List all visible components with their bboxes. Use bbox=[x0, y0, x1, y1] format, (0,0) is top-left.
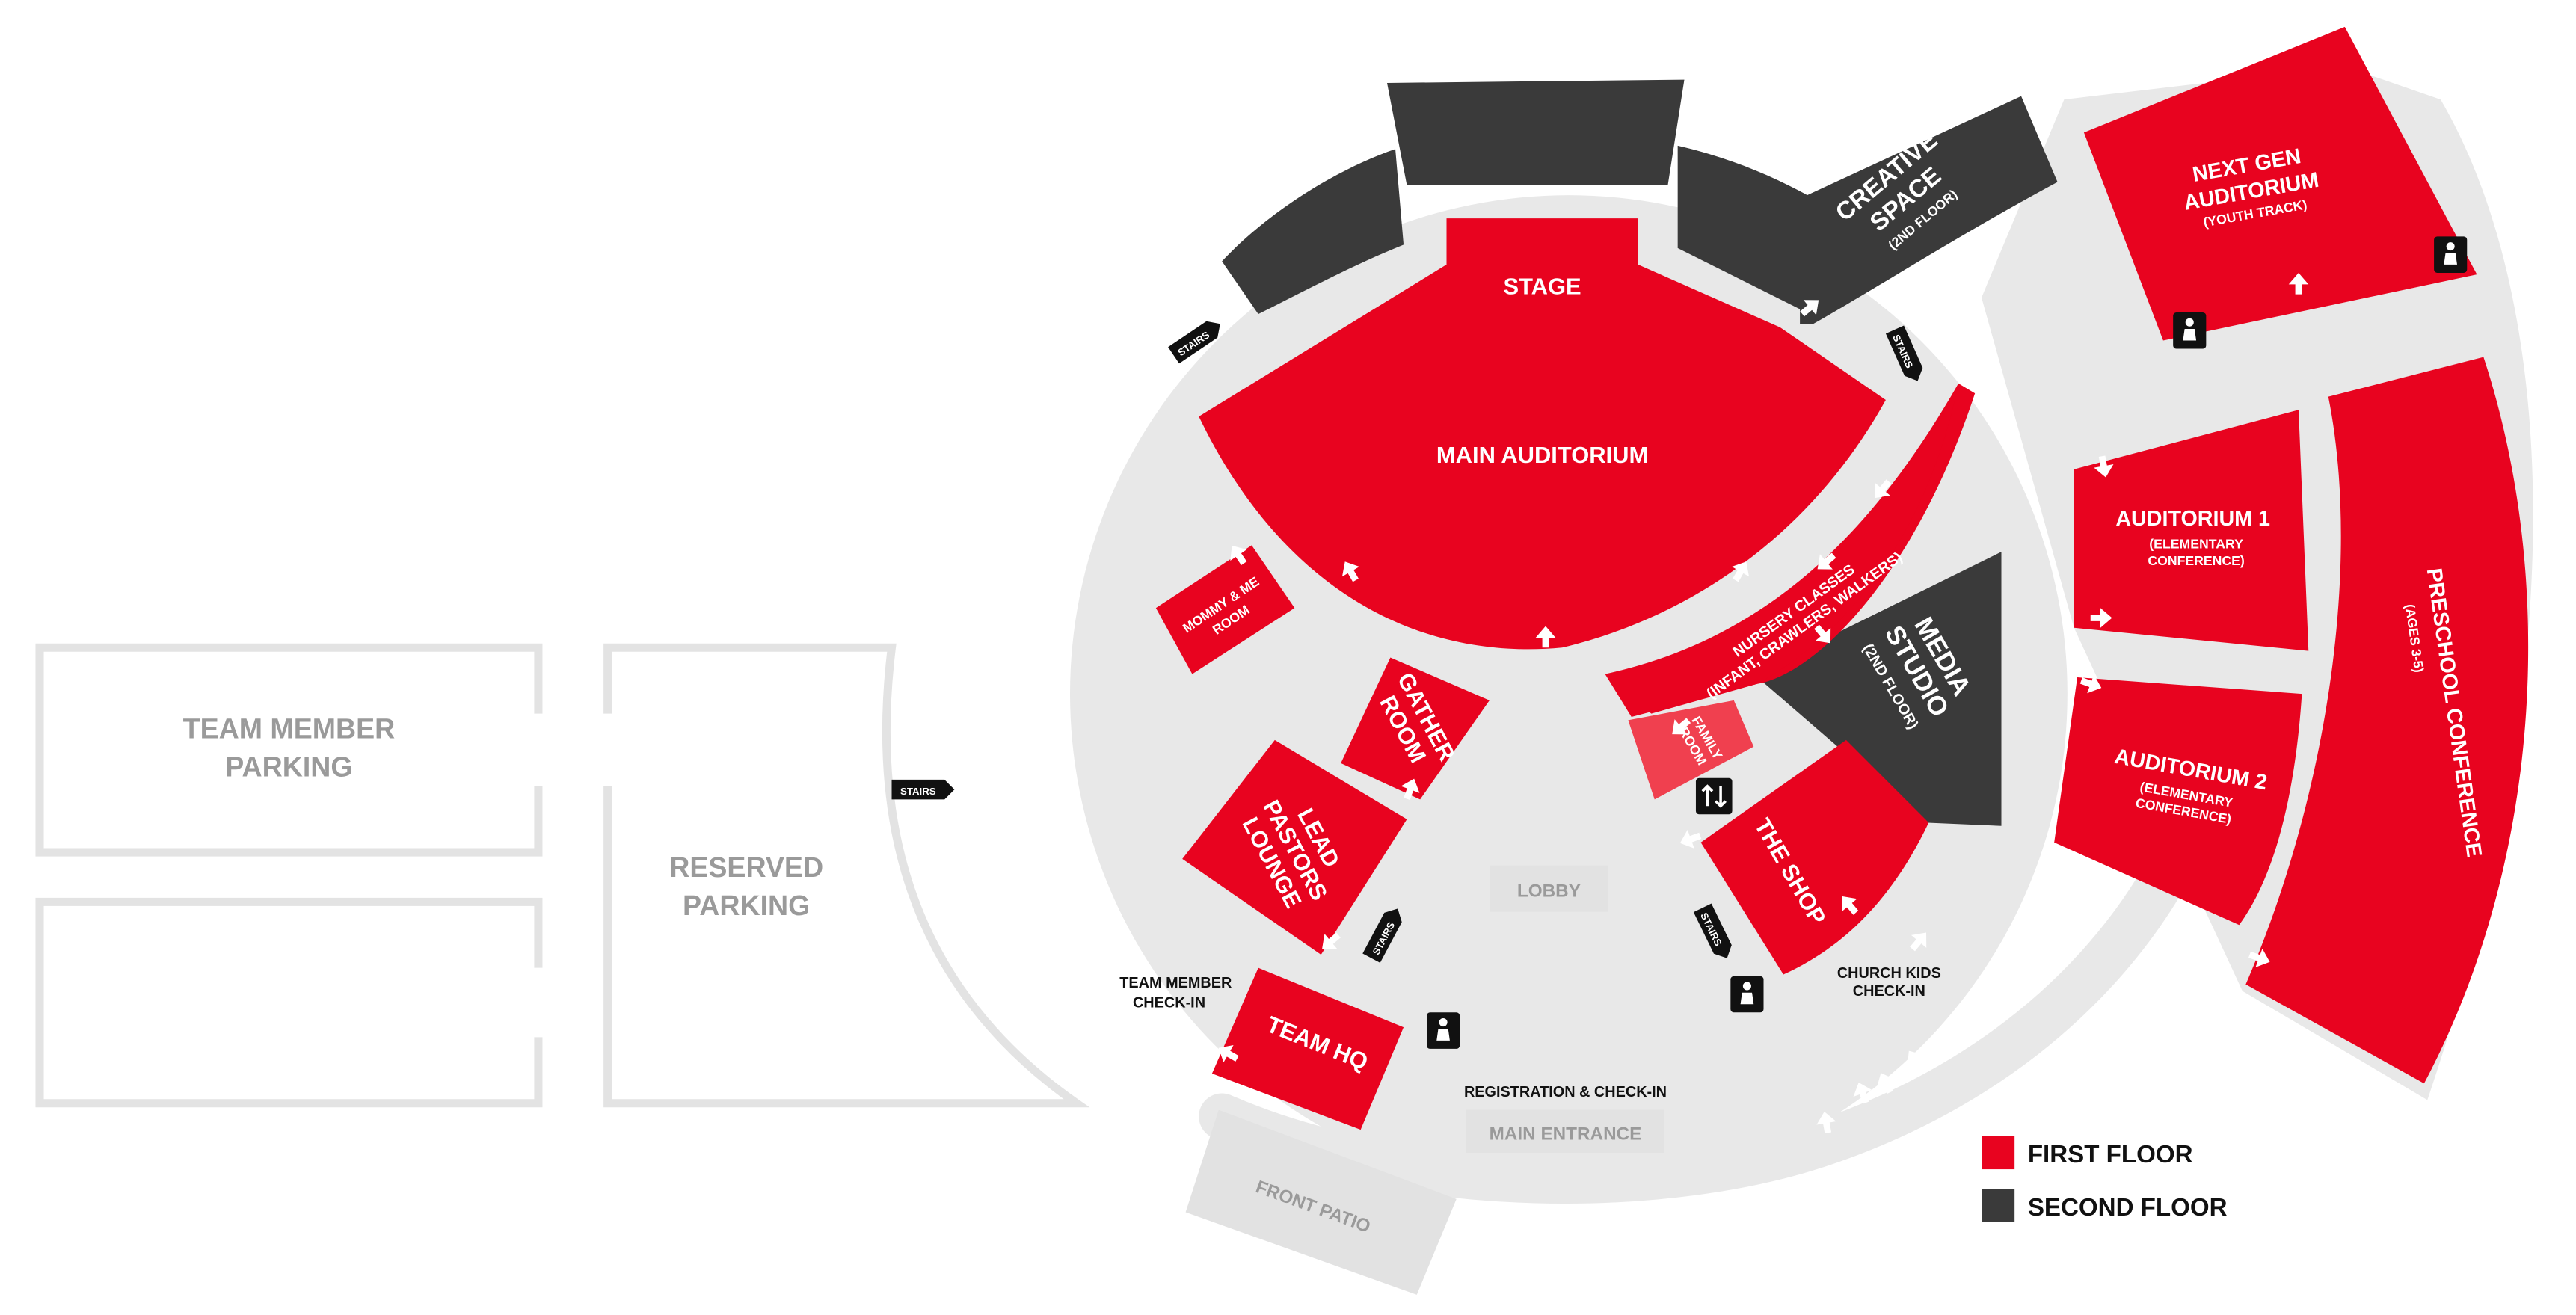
second-floor-areas bbox=[1222, 79, 2058, 826]
auditorium-2 bbox=[2054, 677, 2302, 926]
lobby-box bbox=[1489, 865, 1608, 912]
door-arrow-icon bbox=[1218, 1045, 1239, 1062]
door-arrow-icon bbox=[1401, 778, 1420, 801]
door-arrow-icon bbox=[1535, 626, 1556, 648]
team-member-parking-outline bbox=[35, 643, 543, 857]
preschool-conference bbox=[2245, 357, 2529, 1084]
door-arrow-icon bbox=[1817, 552, 1836, 570]
legend-swatch-first-floor bbox=[1982, 1136, 2015, 1170]
restroom-icon bbox=[2434, 236, 2468, 273]
door-arrow-icon bbox=[1907, 1050, 1924, 1071]
door-arrow-icon bbox=[2288, 272, 2309, 295]
door-arrow-icon bbox=[1732, 561, 1750, 582]
restroom-icon bbox=[1730, 976, 1764, 1013]
door-arrow-icon bbox=[1955, 354, 1976, 372]
auditorium-1 bbox=[2074, 410, 2309, 651]
door-arrow-icon bbox=[1875, 479, 1892, 499]
mommy-me-room bbox=[1155, 545, 1295, 674]
door-arrow-icon bbox=[1322, 932, 1341, 949]
team-member-parking bbox=[35, 643, 543, 1108]
lobby-label: LOBBY bbox=[1517, 881, 1581, 902]
door-arrow-icon bbox=[1800, 300, 1819, 317]
svg-text:STAIRS: STAIRS bbox=[900, 786, 936, 797]
reserved-parking-label: RESERVED bbox=[669, 851, 823, 883]
registration-label: REGISTRATION & CHECK-IN bbox=[1464, 1084, 1667, 1100]
stage bbox=[1446, 218, 1780, 327]
reserved-parking bbox=[603, 643, 1090, 1108]
legend: FIRST FLOOR SECOND FLOOR bbox=[1982, 1136, 2228, 1222]
main-auditorium-label: MAIN AUDITORIUM bbox=[1436, 442, 1648, 468]
door-arrow-icon bbox=[2079, 674, 2102, 694]
creative-space bbox=[1800, 96, 2058, 324]
first-floor-areas bbox=[1155, 26, 2529, 1130]
door-arrow-icon bbox=[2090, 608, 2112, 628]
main-entrance-label: MAIN ENTRANCE bbox=[1490, 1124, 1642, 1144]
legend-swatch-second-floor bbox=[1982, 1189, 2015, 1222]
stairs-sign-icon: STAIRS bbox=[891, 779, 955, 800]
media-studio bbox=[1753, 552, 2002, 826]
perimeter-walkway bbox=[1199, 736, 2237, 1204]
door-arrow-icon bbox=[1230, 545, 1247, 566]
the-shop bbox=[1700, 739, 1929, 975]
restroom-icon bbox=[1427, 1012, 1460, 1049]
restroom-icon bbox=[2173, 312, 2207, 349]
elevator-icon bbox=[1695, 777, 1733, 815]
gather-room bbox=[1341, 657, 1490, 800]
next-gen-auditorium bbox=[2083, 26, 2477, 341]
door-arrow-icon bbox=[2094, 455, 2114, 478]
door-arrow-icon bbox=[1910, 932, 1927, 952]
main-entrance-box bbox=[1466, 1109, 1664, 1153]
parking-lot-outline bbox=[35, 897, 543, 1108]
door-arrow-icon bbox=[1814, 624, 1831, 644]
reserved-parking-outline bbox=[603, 643, 1090, 1108]
team-member-parking-label: TEAM MEMBER bbox=[183, 713, 396, 745]
legend-first-floor: FIRST FLOOR bbox=[2028, 1141, 2193, 1168]
door-arrow-icon bbox=[2248, 948, 2270, 967]
nursery-classes-body bbox=[1605, 383, 1959, 717]
door-arrow-icon bbox=[1876, 1073, 1895, 1094]
balcony-left bbox=[1222, 149, 1404, 315]
front-patio bbox=[1185, 1109, 1457, 1295]
door-arrow-icon bbox=[1672, 718, 1691, 735]
lead-pastors-lounge bbox=[1182, 739, 1407, 955]
stage-label: STAGE bbox=[1503, 274, 1581, 300]
team-hq bbox=[1211, 967, 1404, 1130]
door-arrow-icon bbox=[1853, 1082, 1872, 1104]
door-arrow-icon bbox=[1842, 896, 1859, 915]
reserved-parking-label-2: PARKING bbox=[683, 890, 810, 921]
team-member-parking-label-2: PARKING bbox=[225, 751, 352, 783]
main-auditorium bbox=[1199, 264, 1886, 650]
legend-second-floor: SECOND FLOOR bbox=[2028, 1194, 2228, 1222]
door-arrows bbox=[1218, 272, 2309, 1134]
balcony-center bbox=[1387, 79, 1685, 185]
next-gen-auditorium-label: NEXT GENAUDITORIUM(YOUTH TRACK) bbox=[2177, 142, 2324, 232]
door-arrow-icon bbox=[1679, 829, 1702, 849]
door-arrow-icon bbox=[1816, 1112, 1836, 1134]
family-room bbox=[1628, 700, 1754, 800]
door-arrow-icon bbox=[1341, 561, 1359, 582]
